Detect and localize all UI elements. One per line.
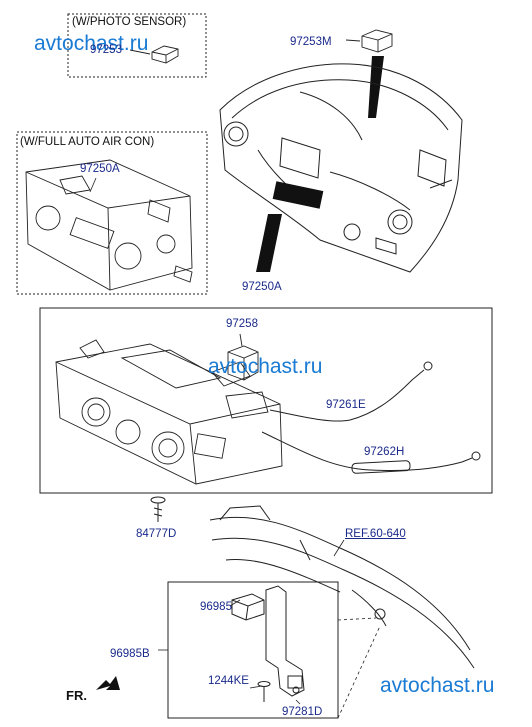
dashboard-part [219, 63, 463, 273]
label-97258: 97258 [226, 318, 258, 330]
cable-97262h [261, 431, 481, 474]
pointer-97250a [256, 214, 282, 272]
leader-ref [333, 539, 345, 557]
pointer-97253m [368, 56, 384, 118]
bracket-96985b-part [231, 585, 305, 697]
full-auto-control-part [25, 159, 193, 291]
photo-sensor-part [129, 45, 179, 64]
label-97261e: 97261E [326, 399, 366, 411]
screw-84777d-part [150, 496, 166, 522]
label-97250a-inset: 97250A [80, 163, 120, 175]
full-auto-title: (W/FULL AUTO AIR CON) [20, 136, 155, 148]
cowl-panel-ref [209, 505, 475, 669]
label-ref-60-640[interactable]: REF.60-640 [345, 528, 406, 540]
label-leaders [158, 599, 301, 705]
dashboard-control-slot [272, 181, 324, 209]
heater-control-box [39, 307, 493, 494]
label-97262h: 97262H [364, 446, 405, 458]
sensor-97253m-part [345, 29, 393, 53]
watermark-bottom: avtochast.ru [380, 674, 495, 697]
screw-1244ke-part [257, 681, 271, 702]
watermark-top: avtochast.ru [34, 32, 149, 55]
front-arrow [96, 676, 120, 690]
label-97253: 97253 [90, 44, 122, 56]
label-97253m: 97253M [290, 36, 332, 48]
cable-97261e [269, 361, 433, 422]
label-97250a-main: 97250A [242, 281, 282, 293]
photo-sensor-title: (W/PHOTO SENSOR) [72, 16, 187, 28]
label-96985b: 96985B [110, 648, 150, 660]
label-84777d: 84777D [136, 528, 177, 540]
photo-sensor-box [67, 13, 207, 78]
bracket-box [167, 581, 339, 719]
full-auto-box [16, 131, 208, 295]
front-label: FR. [66, 688, 87, 703]
heater-control-part [55, 339, 283, 485]
bracket-pointer-lines [337, 617, 381, 719]
label-96985: 96985 [200, 601, 232, 613]
label-1244ke: 1244KE [208, 675, 249, 687]
leader-97250a-inset [89, 177, 97, 193]
sensor-97258-part [227, 333, 259, 381]
label-97281d: 97281D [282, 706, 323, 718]
watermark-middle: avtochast.ru [208, 355, 323, 378]
